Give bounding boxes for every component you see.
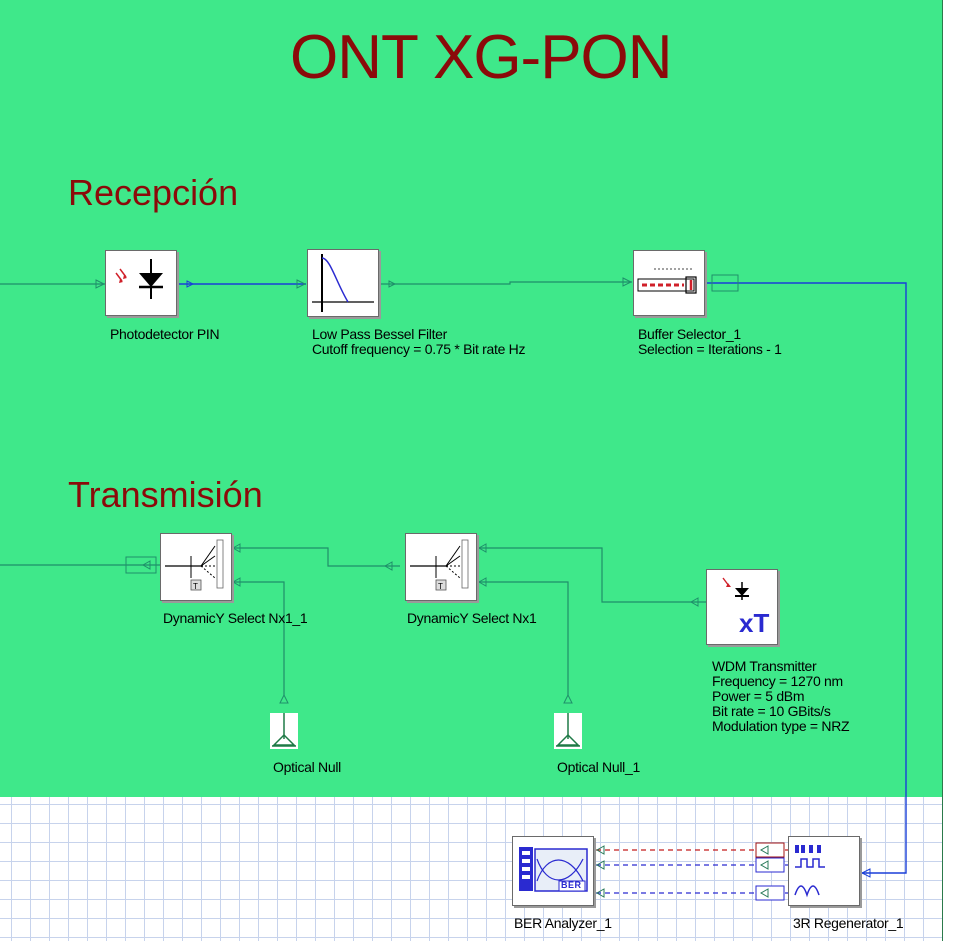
- ground-icon: [272, 713, 296, 747]
- ber-analyzer-block[interactable]: BER: [512, 836, 594, 906]
- dynamic-y-select-2-label: DynamicY Select Nx1: [407, 610, 537, 626]
- wdm-icon-text: xT: [739, 608, 770, 638]
- optical-selector-icon: T: [410, 539, 469, 591]
- wdm-transmitter-block[interactable]: xT: [706, 569, 778, 645]
- buffer-selector-icon: [637, 268, 697, 294]
- dynamic-y-select-1-label: DynamicY Select Nx1_1: [163, 610, 308, 626]
- 3r-regenerator-block[interactable]: [788, 836, 860, 906]
- wire-filter-to-buffer: [380, 281, 632, 285]
- wire-wdm-to-ysel2: [478, 547, 706, 603]
- wire-null-to-ysel1: [232, 581, 285, 695]
- ber-icon-text: BER: [561, 880, 582, 890]
- buffer-selector-name: Buffer Selector_1: [638, 326, 741, 342]
- ber-analyzer-label: BER Analyzer_1: [514, 915, 612, 931]
- lowpass-filter-label: Low Pass Bessel Filter Cutoff frequency …: [312, 327, 525, 357]
- wdm-bitrate: Bit rate = 10 GBits/s: [712, 703, 831, 719]
- photodiode-icon: [115, 259, 163, 299]
- optical-null-1-label: Optical Null_1: [557, 759, 640, 775]
- optical-null-1-block[interactable]: [554, 713, 582, 749]
- 3r-regenerator-label: 3R Regenerator_1: [793, 915, 904, 931]
- wdm-transmitter-label: WDM Transmitter Frequency = 1270 nm Powe…: [712, 658, 850, 734]
- ground-icon: [556, 713, 580, 747]
- section-transmission-label: Transmisión: [68, 474, 263, 515]
- diagram-title: ONT XG-PON: [290, 23, 673, 92]
- section-reception-label: Recepción: [68, 172, 239, 213]
- optical-null-block[interactable]: [270, 713, 298, 749]
- lowpass-filter-param: Cutoff frequency = 0.75 * Bit rate Hz: [312, 341, 526, 357]
- dynamic-y-select-1-block[interactable]: T: [160, 533, 232, 601]
- lowpass-filter-name: Low Pass Bessel Filter: [312, 326, 448, 342]
- optical-selector-icon: T: [165, 539, 224, 591]
- wire-null1-to-ysel2: [478, 581, 569, 695]
- layout-panel: [0, 0, 957, 797]
- svg-text:T: T: [438, 582, 443, 591]
- svg-text:T: T: [193, 582, 198, 591]
- wdm-power: Power = 5 dBm: [712, 688, 805, 704]
- photodetector-pin-block[interactable]: [105, 250, 177, 316]
- wdm-modulation: Modulation type = NRZ: [712, 718, 850, 734]
- wire-ysel2-to-ysel1: [232, 547, 400, 567]
- regenerator-icon: [794, 845, 825, 898]
- buffer-selector-param: Selection = Iterations - 1: [638, 341, 782, 357]
- buffer-selector-label: Buffer Selector_1 Selection = Iterations…: [638, 327, 782, 357]
- buffer-selector-block[interactable]: [633, 250, 705, 316]
- wire-buffer-to-regenerator: [706, 282, 907, 874]
- wdm-name: WDM Transmitter: [712, 658, 817, 674]
- lowpass-filter-block[interactable]: [307, 249, 379, 317]
- canvas-right-edge: [942, 0, 957, 941]
- optical-null-label: Optical Null: [273, 759, 341, 775]
- eye-diagram-icon: [519, 847, 588, 892]
- dynamic-y-select-2-block[interactable]: T: [405, 533, 477, 601]
- wdm-frequency: Frequency = 1270 nm: [712, 673, 843, 689]
- photodetector-label: Photodetector PIN: [110, 326, 220, 342]
- lowpass-response-icon: [312, 254, 374, 312]
- laser-transmitter-icon: [722, 577, 749, 600]
